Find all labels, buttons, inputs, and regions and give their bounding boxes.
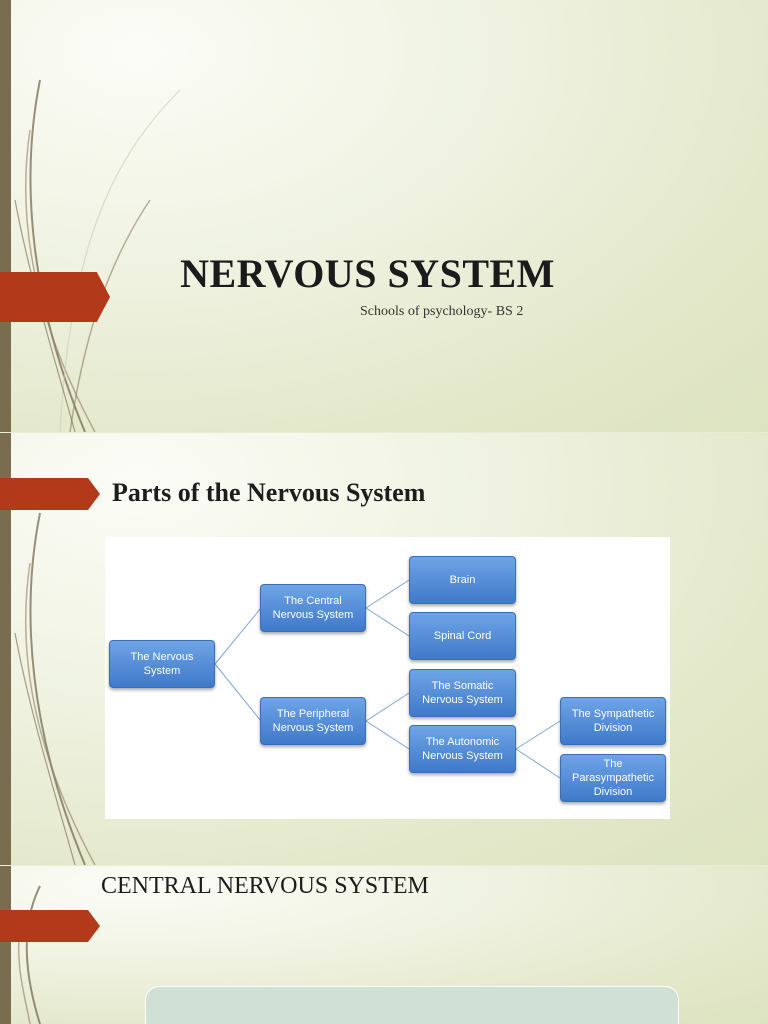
cns-slide[interactable] xyxy=(0,866,768,1024)
node-peripheral-nervous-system: The Peripheral Nervous System xyxy=(260,697,366,745)
node-somatic-nervous-system: The Somatic Nervous System xyxy=(409,669,516,717)
node-spinal-cord: Spinal Cord xyxy=(409,612,516,660)
node-central-nervous-system: The Central Nervous System xyxy=(260,584,366,632)
slide-background xyxy=(0,0,768,432)
red-arrow-marker xyxy=(0,910,100,942)
decorative-stems xyxy=(14,79,181,432)
slide-subtitle: Schools of psychology- BS 2 xyxy=(360,304,524,319)
node-brain: Brain xyxy=(409,556,516,604)
nervous-system-diagram: The Nervous System The Central Nervous S… xyxy=(105,537,670,819)
node-sympathetic-division: The Sympathetic Division xyxy=(560,697,666,745)
node-nervous-system: The Nervous System xyxy=(109,640,215,688)
node-autonomic-nervous-system: The Autonomic Nervous System xyxy=(409,725,516,773)
left-bar xyxy=(0,433,11,865)
red-arrow-marker xyxy=(0,272,110,322)
slide-title: Parts of the Nervous System xyxy=(112,478,426,507)
decorative-stems xyxy=(14,512,96,865)
red-arrow-marker xyxy=(0,478,100,510)
slide-title: CENTRAL NERVOUS SYSTEM xyxy=(101,873,429,899)
left-bar xyxy=(0,866,11,1024)
diagram-connectors xyxy=(214,579,561,779)
left-bar xyxy=(0,0,11,432)
title-slide[interactable]: NERVOUS SYSTEM Schools of psychology- BS… xyxy=(0,0,768,432)
content-box xyxy=(145,986,679,1024)
node-parasympathetic-division: The Parasympathetic Division xyxy=(560,754,666,802)
slide-title: NERVOUS SYSTEM xyxy=(180,251,555,296)
